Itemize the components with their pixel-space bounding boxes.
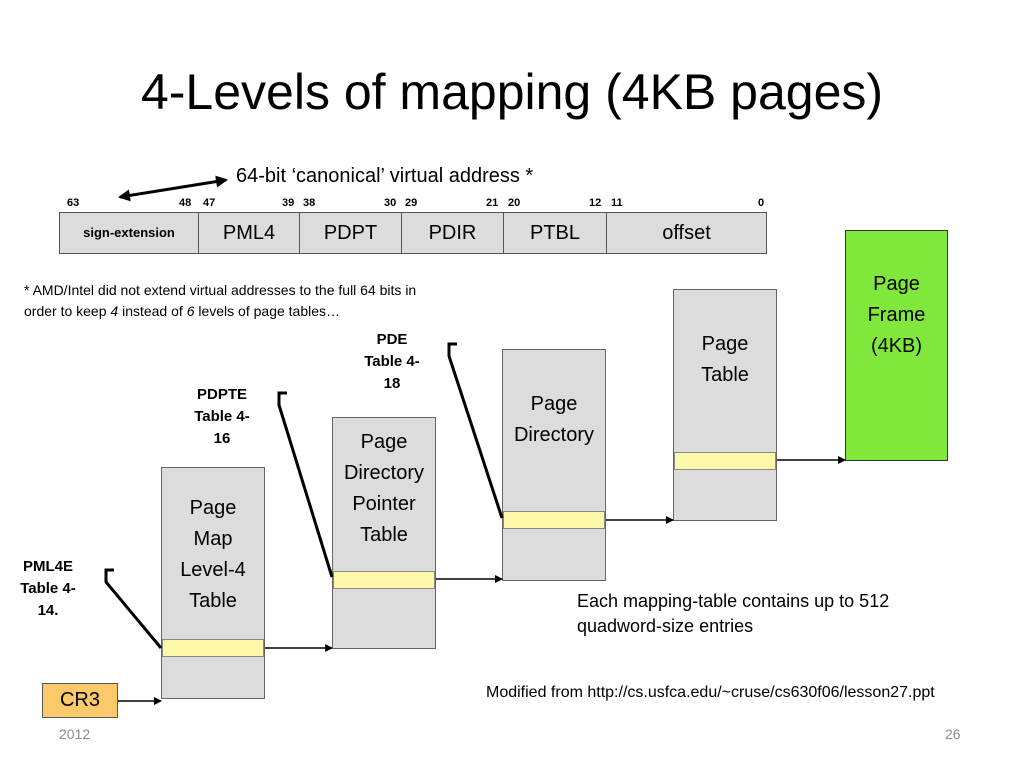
ptbl-label-line: Page [701,333,749,355]
cr3-register: CR3 [42,683,118,718]
pml4-label-line: Table [189,590,237,612]
field-offset: offset [662,222,711,244]
mapping-note: Each mapping-table contains up to 512 qu… [577,591,890,636]
pdpte-pointer-line [277,391,334,578]
bit-number-21: 21 [486,197,499,209]
pde-entry [503,511,605,529]
pml4-label-line: Map [193,528,233,550]
frame-label-line: (4KB) [870,335,923,357]
pml4-label-line: Level-4 [180,559,246,581]
bit-number-30: 30 [384,197,397,209]
pml4e-pointer-line [104,568,163,649]
pml4-label-line: Page [189,497,237,519]
pdir-label-line: Directory [513,424,594,446]
pml4-entry [162,639,264,657]
bit-number-11: 11 [611,197,623,209]
page-frame: Page Frame (4KB) [845,230,948,461]
sign-extension-double-arrow [118,175,228,202]
bit-number-38: 38 [303,197,316,209]
pdpt-entry [333,571,435,589]
pdpt-label-line: Table [360,524,408,546]
pdpt-label-line: Page [360,431,408,453]
footnote: * AMD/Intel did not extend virtual addre… [24,282,417,319]
frame-label-line: Page [873,273,920,295]
page-table: Page Table [673,289,777,521]
pdpt-label-line: Pointer [352,493,416,515]
field-pdpt: PDPT [300,213,402,253]
pdpt-label-line: Directory [343,462,424,484]
field-ptbl: PTBL [504,213,607,253]
bit-number-20: 20 [508,197,521,209]
bit-number-12: 12 [589,197,602,209]
field-pml4: PML4 [199,213,300,253]
slide-title: 4-Levels of mapping (4KB pages) [140,64,884,120]
pdir-label-line: Page [530,393,578,415]
pte-entry [674,452,776,470]
field-pdir: PDIR [402,213,504,253]
pde-pointer-line [447,342,504,519]
slide-number: 26 [945,726,961,742]
field-sign-extension: sign-extension [60,213,199,253]
ptbl-label-line: Table [701,364,749,386]
source-credit: Modified from http://cs.usfca.edu/~cruse… [486,684,935,701]
bit-number-39: 39 [282,197,295,209]
bit-number-29: 29 [405,197,418,209]
bit-number-0: 0 [758,197,765,209]
frame-label-line: Frame [867,304,926,326]
bit-number-63: 63 [67,197,80,209]
pml4-table: Page Map Level-4 Table [161,467,265,699]
virtual-address-bar: sign-extension PML4 PDPT PDIR PTBL offse… [59,212,767,254]
footer-year: 2012 [59,726,91,742]
pdpt-table: Page Directory Pointer Table [332,417,436,649]
page-directory-table: Page Directory [502,349,606,581]
address-label: 64-bit ‘canonical’ virtual address * [236,165,534,187]
